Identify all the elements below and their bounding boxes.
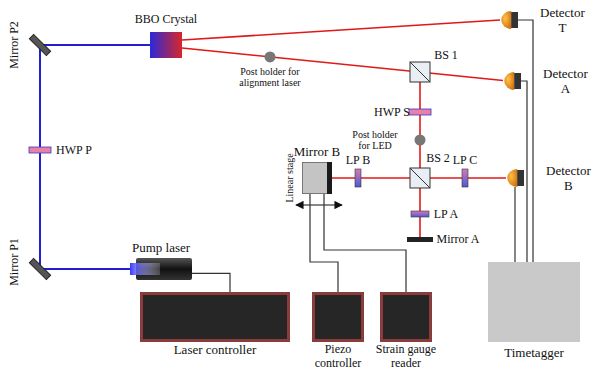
detector-shape: [506, 169, 524, 187]
photon-beam: [182, 20, 500, 40]
component-label: Timetagger: [504, 345, 563, 360]
detector-base: [514, 73, 521, 89]
detector-base: [511, 12, 518, 28]
component-label: Detector A: [543, 66, 588, 96]
laser-glow: [130, 263, 160, 275]
polarizer-symbol: [411, 211, 429, 217]
stage-block: [303, 163, 332, 194]
detector-dome: [501, 11, 511, 29]
detector-dome: [504, 72, 514, 90]
post-holder: [265, 51, 276, 62]
part-label: HWP S: [374, 106, 410, 119]
part-label: LP A: [434, 208, 459, 221]
component-label: Laser controller: [174, 342, 257, 357]
part-label: Mirror A: [437, 233, 480, 246]
polarizer-symbol: [462, 169, 468, 187]
detector: Detector A: [503, 72, 521, 90]
detector-shape: [503, 72, 521, 90]
component-label: Detector B: [546, 163, 591, 193]
component-label: Detector T: [540, 5, 585, 35]
mirror-stage-shape: [302, 162, 332, 194]
post-holder: [415, 135, 426, 146]
detector-base: [517, 170, 524, 186]
photon-beam: [182, 48, 503, 81]
mirror-symbol: [29, 34, 50, 55]
controller-box: Piezo controller: [312, 292, 364, 342]
laser-source: Pump laser: [130, 258, 192, 280]
part-label: BS 2: [426, 152, 450, 165]
controller-box: Laser controller: [140, 292, 290, 342]
waveplate-symbol: [29, 147, 51, 153]
beamsplitter-symbol: [410, 168, 430, 188]
part-label: Linear stage: [284, 153, 295, 202]
component-label: Pump laser: [132, 240, 190, 255]
part-label: Mirror P2: [8, 21, 21, 69]
component-label: Mirror B: [294, 144, 341, 159]
detector-dome: [507, 169, 517, 187]
beamsplitter-symbol: [410, 168, 430, 188]
beamsplitter-symbol: [410, 62, 430, 82]
polarizer-symbol: [355, 169, 361, 187]
mirror-face: [327, 162, 332, 194]
part-label: Post holder for LED: [346, 129, 404, 151]
controller-box: Strain gauge reader: [380, 292, 432, 342]
component-label: Piezo controller: [308, 342, 368, 370]
detector: Detector B: [506, 169, 524, 187]
part-label: LP C: [453, 154, 478, 167]
part-label: Post holder for alignment laser: [225, 66, 315, 88]
waveplate-symbol: [409, 109, 431, 115]
part-label: HWP P: [56, 144, 92, 157]
signal-wire: [518, 20, 533, 262]
part-label: Mirror P1: [8, 238, 21, 286]
timetagger-box: Timetagger: [488, 262, 580, 342]
detector: Detector T: [500, 11, 518, 29]
detector-shape: [500, 11, 518, 29]
laser-source-shape: [130, 258, 192, 280]
mirror-symbol: [407, 237, 433, 242]
part-label: BS 1: [434, 49, 458, 62]
stage-arrow: [296, 204, 342, 205]
signal-wire: [324, 194, 406, 292]
part-label: LP B: [346, 154, 371, 167]
signal-wire: [514, 187, 515, 262]
beamsplitter-symbol: [410, 62, 430, 82]
mirror-symbol: [29, 258, 50, 279]
signal-wire: [192, 273, 230, 292]
part-label: BBO Crystal: [135, 13, 197, 26]
crystal-symbol: [150, 32, 182, 58]
pump-beam: [40, 45, 150, 269]
component-label: Strain gauge reader: [370, 342, 442, 370]
mirror-stage: Mirror B: [302, 162, 332, 194]
